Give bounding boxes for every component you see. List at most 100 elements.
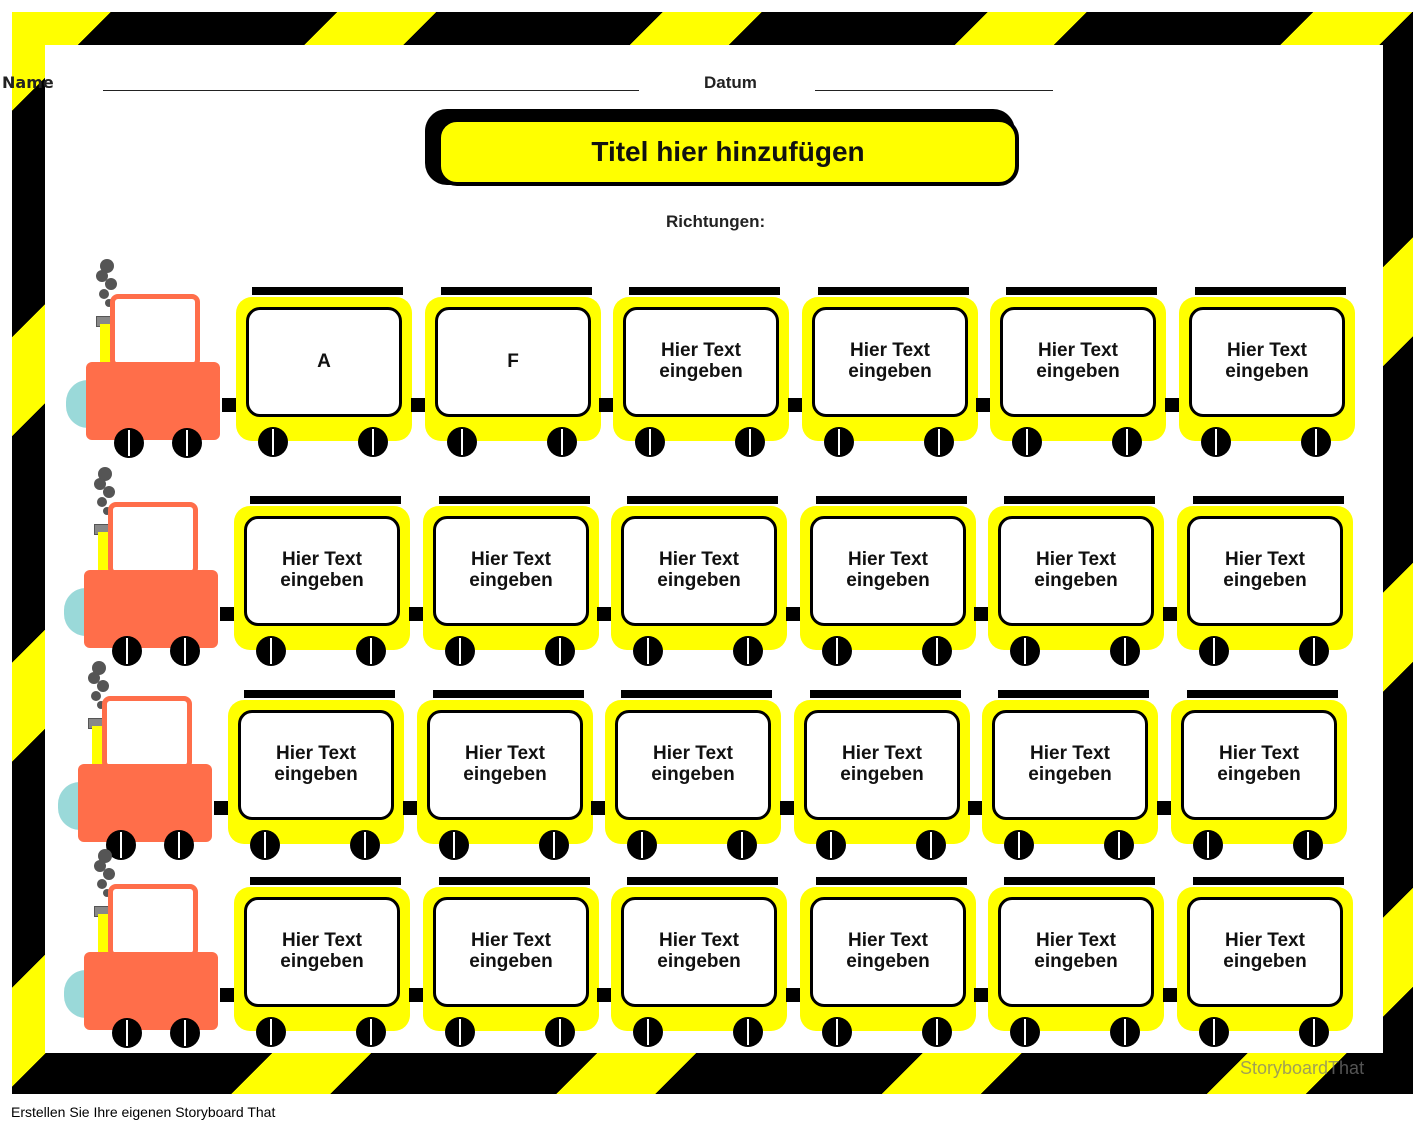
train-car: Hier Text eingeben xyxy=(1177,496,1353,668)
coupler xyxy=(214,801,230,815)
car-text-box[interactable]: Hier Text eingeben xyxy=(1181,710,1337,820)
wheel-icon xyxy=(1199,1017,1229,1047)
coupler xyxy=(976,398,992,412)
car-text-box[interactable]: Hier Text eingeben xyxy=(433,897,589,1007)
wheel-icon xyxy=(447,427,477,457)
train-car: Hier Text eingeben xyxy=(234,877,410,1049)
car-roof xyxy=(1004,877,1155,885)
car-roof xyxy=(627,877,778,885)
car-roof xyxy=(1193,877,1344,885)
date-input-line[interactable] xyxy=(815,90,1053,91)
coupler xyxy=(411,398,427,412)
car-roof xyxy=(1006,287,1157,295)
wheel-icon xyxy=(114,428,144,458)
car-text-box[interactable]: Hier Text eingeben xyxy=(812,307,968,417)
wheel-icon xyxy=(635,427,665,457)
locomotive-body xyxy=(84,570,218,648)
wheel-icon xyxy=(1104,830,1134,860)
car-text-box[interactable]: Hier Text eingeben xyxy=(998,516,1154,626)
wheel-icon xyxy=(1010,636,1040,666)
train-car: Hier Text eingeben xyxy=(611,877,787,1049)
wheel-icon xyxy=(1299,1017,1329,1047)
coupler xyxy=(597,988,613,1002)
locomotive-cab xyxy=(110,294,200,368)
wheel-icon xyxy=(172,428,202,458)
wheel-icon xyxy=(258,427,288,457)
car-text-box[interactable]: Hier Text eingeben xyxy=(810,516,966,626)
wheel-icon xyxy=(112,1018,142,1048)
coupler xyxy=(974,988,990,1002)
car-roof xyxy=(1193,496,1344,504)
train-car: Hier Text eingeben xyxy=(988,877,1164,1049)
wheel-icon xyxy=(439,830,469,860)
coupler xyxy=(597,607,613,621)
car-text-box[interactable]: Hier Text eingeben xyxy=(244,897,400,1007)
car-text-box[interactable]: Hier Text eingeben xyxy=(623,307,779,417)
car-roof xyxy=(816,496,967,504)
car-text-box[interactable]: A xyxy=(246,307,402,417)
wheel-icon xyxy=(916,830,946,860)
car-roof xyxy=(810,690,961,698)
coupler xyxy=(788,398,804,412)
car-roof xyxy=(627,496,778,504)
wheel-icon xyxy=(733,636,763,666)
wheel-icon xyxy=(358,427,388,457)
wheel-icon xyxy=(1199,636,1229,666)
car-text-box[interactable]: Hier Text eingeben xyxy=(244,516,400,626)
name-input-line[interactable] xyxy=(103,90,639,91)
wheel-icon xyxy=(170,636,200,666)
car-text-box[interactable]: F xyxy=(435,307,591,417)
wheel-icon xyxy=(356,636,386,666)
date-label: Datum xyxy=(704,73,757,92)
title-box[interactable]: Titel hier hinzufügen xyxy=(437,118,1019,186)
wheel-icon xyxy=(1004,830,1034,860)
car-roof xyxy=(439,496,590,504)
car-text-box[interactable]: Hier Text eingeben xyxy=(1000,307,1156,417)
car-text-box[interactable]: Hier Text eingeben xyxy=(615,710,771,820)
car-text-box[interactable]: Hier Text eingeben xyxy=(810,897,966,1007)
car-text-box[interactable]: Hier Text eingeben xyxy=(804,710,960,820)
wheel-icon xyxy=(250,830,280,860)
wheel-icon xyxy=(1110,1017,1140,1047)
car-text-box[interactable]: Hier Text eingeben xyxy=(1189,307,1345,417)
name-label: Name xyxy=(2,73,54,92)
locomotive-cab xyxy=(108,884,198,958)
car-text-box[interactable]: Hier Text eingeben xyxy=(1187,897,1343,1007)
wheel-icon xyxy=(256,1017,286,1047)
wheel-icon xyxy=(1293,830,1323,860)
coupler xyxy=(222,398,238,412)
car-text-box[interactable]: Hier Text eingeben xyxy=(998,897,1154,1007)
train-car: Hier Text eingeben xyxy=(1177,877,1353,1049)
car-text-box[interactable]: Hier Text eingeben xyxy=(992,710,1148,820)
wheel-icon xyxy=(539,830,569,860)
wheel-icon xyxy=(727,830,757,860)
car-text-box[interactable]: Hier Text eingeben xyxy=(621,897,777,1007)
footer-text: Erstellen Sie Ihre eigenen Storyboard Th… xyxy=(11,1104,276,1120)
train-car: Hier Text eingeben xyxy=(613,287,789,459)
wheel-icon xyxy=(545,1017,575,1047)
wheel-icon xyxy=(1010,1017,1040,1047)
car-text-box[interactable]: Hier Text eingeben xyxy=(238,710,394,820)
locomotive xyxy=(64,466,234,666)
car-roof xyxy=(1195,287,1346,295)
car-roof xyxy=(250,496,401,504)
coupler xyxy=(780,801,796,815)
car-text-box[interactable]: Hier Text eingeben xyxy=(427,710,583,820)
locomotive xyxy=(58,660,228,860)
car-roof xyxy=(433,690,584,698)
train-car: Hier Text eingeben xyxy=(982,690,1158,862)
car-text-box[interactable]: Hier Text eingeben xyxy=(433,516,589,626)
storyboardthat-logo: StoryboardThat xyxy=(1240,1058,1365,1078)
car-text-box[interactable]: Hier Text eingeben xyxy=(621,516,777,626)
car-roof xyxy=(998,690,1149,698)
car-roof xyxy=(244,690,395,698)
coupler xyxy=(220,988,236,1002)
train-car: Hier Text eingeben xyxy=(990,287,1166,459)
wheel-icon xyxy=(545,636,575,666)
locomotive-body xyxy=(78,764,212,842)
train-car: A xyxy=(236,287,412,459)
train-car: Hier Text eingeben xyxy=(800,496,976,668)
car-roof xyxy=(439,877,590,885)
train-car: Hier Text eingeben xyxy=(1171,690,1347,862)
car-text-box[interactable]: Hier Text eingeben xyxy=(1187,516,1343,626)
